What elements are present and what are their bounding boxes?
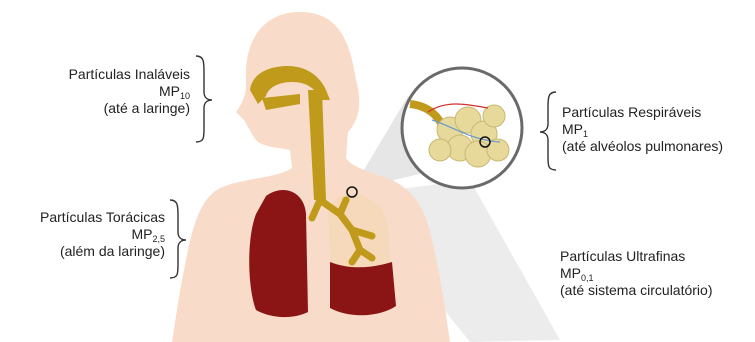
label-toracicas: Partículas Torácicas MP2,5 (além da lari… xyxy=(40,209,165,260)
body-silhouette xyxy=(172,12,450,342)
right-lung-base xyxy=(330,262,396,315)
label-ultrafinas: Partículas Ultrafinas MP0,1 (até sistema… xyxy=(560,248,713,299)
ultrafinas-mp: MP0,1 xyxy=(560,265,713,282)
ultrafinas-range: (até sistema circulatório) xyxy=(560,282,713,299)
inalaveis-range: (até a laringe) xyxy=(69,100,190,117)
toracicas-title: Partículas Torácicas xyxy=(40,209,165,226)
respiraveis-range: (até alvéolos pulmonares) xyxy=(562,138,723,155)
label-respiraveis: Partículas Respiráveis MP1 (até alvéolos… xyxy=(562,104,723,155)
toracicas-mp: MP2,5 xyxy=(40,226,165,243)
brace-inalaveis xyxy=(196,56,212,142)
respiraveis-title: Partículas Respiráveis xyxy=(562,104,723,121)
inalaveis-title: Partículas Inaláveis xyxy=(69,66,190,83)
label-inalaveis: Partículas Inaláveis MP10 (até a laringe… xyxy=(69,66,190,117)
inalaveis-mp: MP10 xyxy=(69,83,190,100)
brace-toracicas xyxy=(170,200,186,278)
respiraveis-mp: MP1 xyxy=(562,121,723,138)
toracicas-range: (além da laringe) xyxy=(40,243,165,260)
brace-respiraveis xyxy=(540,92,556,170)
ultrafinas-title: Partículas Ultrafinas xyxy=(560,248,713,265)
